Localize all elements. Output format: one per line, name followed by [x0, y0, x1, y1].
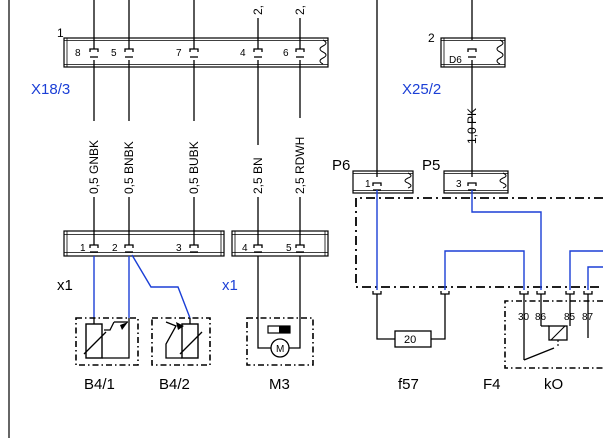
p6-pin: 1 [365, 179, 371, 190]
label-b4-1: B4/1 [84, 376, 115, 393]
motor-m3 [246, 317, 314, 366]
module-contacts [372, 291, 593, 295]
relay-ko [504, 294, 603, 369]
p5-pin: 3 [456, 179, 462, 190]
relay-pin-86: 86 [535, 312, 547, 323]
connector-x25-2 [440, 37, 506, 68]
x18-pin-5: 6 [283, 48, 289, 59]
connector-x18-3 [63, 37, 329, 68]
wire-label-pk: 1,0 PK [465, 108, 479, 144]
connector-x1-left [63, 230, 225, 257]
wire-label-rdwh: 2,5 RDWH [293, 137, 307, 194]
x1-right-pin-5: 5 [286, 243, 292, 254]
x25-pin: D6 [449, 55, 462, 66]
x25-label: X25/2 [402, 81, 441, 98]
fuse-value: 20 [404, 334, 416, 346]
sensor-b4-1 [75, 317, 139, 366]
x18-index: 1 [57, 26, 64, 40]
relay-pin-85: 85 [564, 312, 576, 323]
x1-left-pin-2: 2 [112, 243, 118, 254]
label-f57: f57 [398, 376, 419, 393]
module-boundary [355, 197, 603, 288]
label-b4-2: B4/2 [159, 376, 190, 393]
label-m3: M3 [269, 376, 290, 393]
wire-group-left [93, 0, 301, 245]
x18-label: X18/3 [31, 81, 70, 98]
x18-pin-1: 8 [75, 48, 81, 59]
wire-label-bubk: 0,5 BUBK [187, 141, 201, 194]
x18-contacts [89, 48, 305, 58]
black-wires-motor [257, 256, 301, 318]
fuse-f57 [376, 294, 446, 348]
relay-pin-87: 87 [582, 312, 594, 323]
x1-left-pin-3: 3 [176, 243, 182, 254]
top-wire-a: 2, [251, 5, 265, 15]
x18-pin-2: 5 [111, 48, 117, 59]
x1-contacts [89, 244, 305, 253]
x18-pin-3: 7 [176, 48, 182, 59]
motor-symbol: M [276, 344, 284, 355]
x1-right-label: x1 [222, 277, 238, 294]
connector-p5 [443, 170, 509, 194]
x18-pin-4: 4 [240, 48, 246, 59]
x1-left-label: x1 [57, 277, 73, 294]
p6-label: P6 [332, 157, 350, 174]
connector-p6 [352, 170, 414, 194]
wire-label-bnbk: 0,5 BNBK [122, 141, 136, 194]
x25-index: 2 [428, 31, 435, 45]
label-f4: F4 [483, 376, 501, 393]
sensor-b4-2 [151, 317, 211, 366]
blue-wires-sensors [93, 254, 191, 319]
p5-label: P5 [422, 157, 440, 174]
wire-label-bn: 2,5 BN [251, 157, 265, 194]
wire-label-gnbk: 0,5 GNBK [87, 140, 101, 194]
relay-pin-30: 30 [518, 312, 530, 323]
x1-right-pin-4: 4 [242, 243, 248, 254]
connector-x1-right [231, 230, 329, 257]
top-wire-b: 2, [293, 5, 307, 15]
label-ko: kO [544, 376, 563, 393]
x1-left-pin-1: 1 [80, 243, 86, 254]
blue-wires-module [376, 190, 603, 290]
